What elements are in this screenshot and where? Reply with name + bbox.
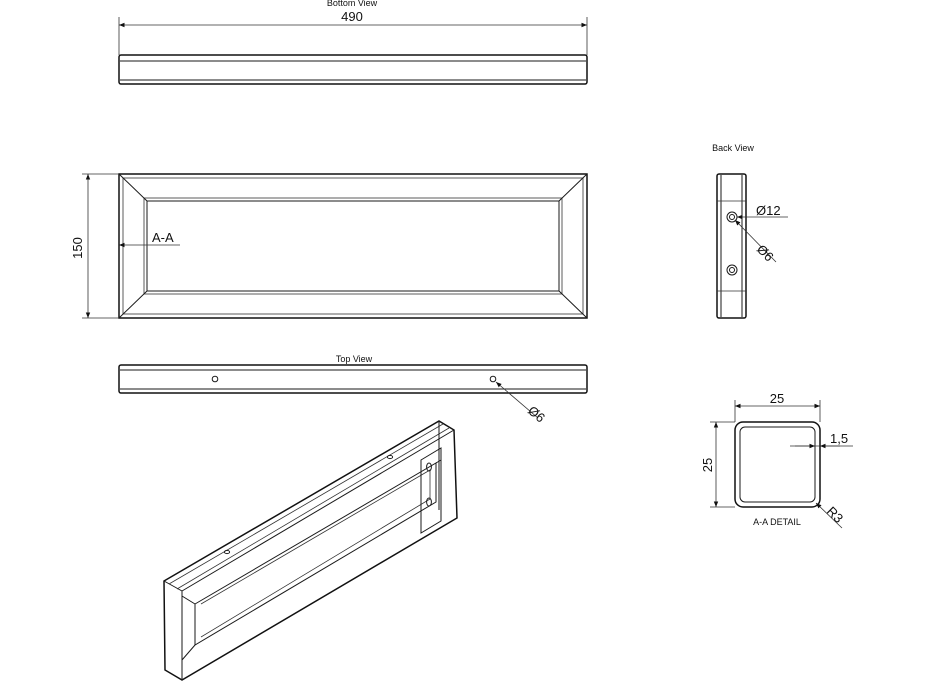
miter-line (558, 173, 588, 202)
tube-outer (734, 421, 821, 508)
top-view: Top View Ø6 (118, 354, 588, 426)
iso-outline (163, 420, 458, 681)
iso-edge (181, 429, 455, 592)
iso-hole (223, 549, 231, 555)
iso-edge (181, 595, 196, 605)
inner-hole-leader (734, 219, 777, 263)
iso-hole (426, 462, 432, 472)
iso-hole (426, 497, 432, 507)
iso-edge (176, 427, 450, 590)
top-view-label: Top View (336, 354, 373, 364)
hole-diameter: Ø6 (525, 403, 548, 426)
section-label: A-A (152, 230, 174, 245)
tube-width: 25 (770, 391, 784, 406)
iso-edge (163, 580, 183, 592)
tube-inner (739, 426, 816, 503)
miter-line (558, 290, 588, 319)
hole-inner (729, 214, 735, 220)
top-bar (118, 364, 588, 394)
inner-hole-diameter: Ø6 (754, 242, 777, 265)
iso-edge (168, 423, 444, 585)
back-view-label: Back View (712, 143, 754, 153)
corner-radius: R3 (824, 504, 846, 526)
radius-leader (815, 502, 843, 529)
iso-opening-edge (200, 469, 431, 638)
iso-end-face (420, 447, 442, 534)
hole-leader (495, 381, 539, 419)
hole-inner (729, 267, 735, 273)
hole-outer (726, 264, 738, 276)
bottom-view-label: Bottom View (327, 0, 378, 8)
front-view: 150 A-A (70, 173, 588, 319)
height-dimension: 150 (70, 237, 85, 259)
iso-opening (194, 462, 437, 646)
iso-hole (386, 454, 394, 460)
bottom-view: Bottom View 490 (118, 0, 588, 85)
mounting-hole (211, 375, 219, 383)
front-inner-frame (146, 200, 560, 292)
mounting-hole (489, 375, 497, 383)
wall-thickness: 1,5 (830, 431, 848, 446)
back-view: Back View Ø12 Ø6 (712, 143, 788, 319)
back-bar (716, 173, 747, 319)
iso-edge (181, 644, 196, 661)
section-detail: 25 25 1,5 R3 A-A DETAIL (700, 391, 853, 529)
front-outer-frame (118, 173, 588, 319)
outer-hole-diameter: Ø12 (756, 203, 781, 218)
bottom-bar (118, 54, 588, 85)
length-dimension: 490 (341, 9, 363, 24)
miter-line (118, 173, 148, 202)
isometric-view (163, 420, 458, 681)
tube-height: 25 (700, 458, 715, 472)
front-frame-edge (143, 197, 563, 295)
miter-line (118, 290, 148, 319)
detail-label: A-A DETAIL (753, 517, 801, 527)
